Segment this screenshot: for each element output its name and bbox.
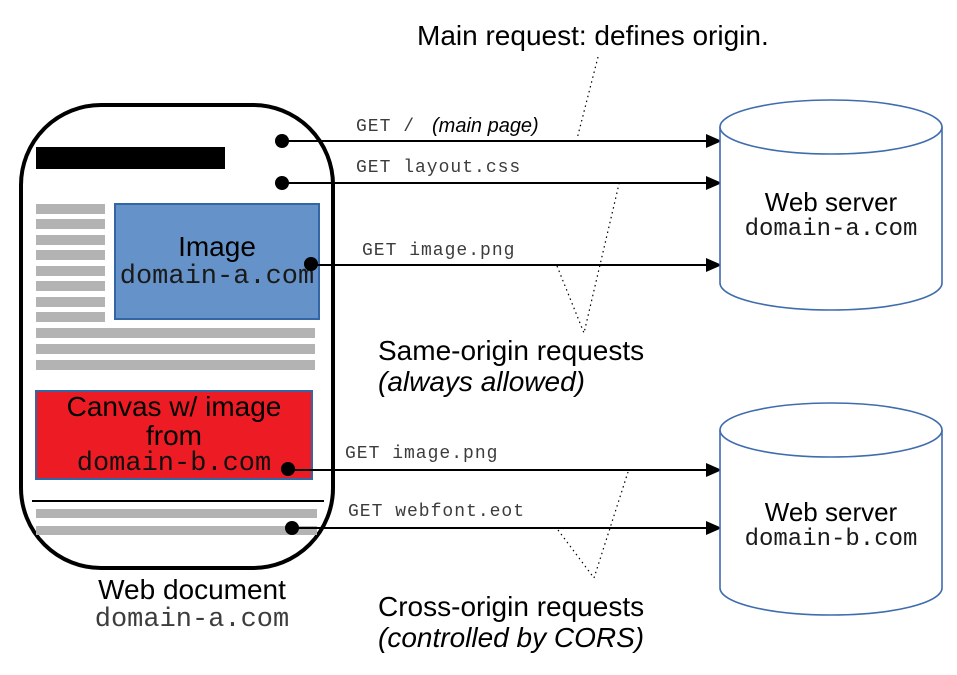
text-placeholder-line xyxy=(36,281,105,291)
arrowhead-icon xyxy=(706,134,722,148)
text-placeholder-line xyxy=(36,328,315,338)
request-label-main-page: GET / xyxy=(356,117,416,137)
request-label-webfont-eot: GET webfont.eot xyxy=(348,502,526,522)
image-box-domain: domain-a.com xyxy=(119,261,315,292)
request-label-image-png-a: GET image.png xyxy=(362,241,516,261)
arrow-shaft xyxy=(294,469,709,471)
arrow-get-layout-css xyxy=(288,176,722,190)
server-a-domain: domain-a.com xyxy=(744,216,918,243)
web-document-caption-title: Web document xyxy=(98,574,286,605)
main-request-pointer-line xyxy=(576,56,599,140)
same-origin-annotation: Same-origin requests (always allowed) xyxy=(378,335,644,397)
arrowhead-icon xyxy=(706,521,722,535)
request-origin-dot xyxy=(285,521,299,535)
cross-origin-annotation: Cross-origin requests (controlled by COR… xyxy=(378,591,644,653)
text-placeholder-line xyxy=(36,219,105,229)
request-origin-dot xyxy=(304,257,318,271)
main-title: Main request: defines origin. xyxy=(417,20,769,51)
canvas-box: Canvas w/ image from domain-b.com xyxy=(35,390,313,480)
doc-divider-line xyxy=(32,500,324,502)
embedded-image-box: Image domain-a.com xyxy=(114,203,320,320)
web-document-caption: Web document domain-a.com xyxy=(52,574,332,635)
arrow-shaft xyxy=(288,140,709,142)
text-placeholder-line xyxy=(36,297,105,307)
same-origin-subtitle: (always allowed) xyxy=(378,366,585,397)
text-placeholder-line xyxy=(36,360,315,370)
server-b-title: Web server xyxy=(764,497,898,527)
cross-origin-subtitle: (controlled by CORS) xyxy=(378,622,645,653)
text-placeholder-line xyxy=(36,266,105,276)
text-placeholder-line xyxy=(36,526,317,535)
web-server-b: Web server domain-b.com xyxy=(717,401,945,617)
request-label-image-png-b: GET image.png xyxy=(345,444,499,464)
request-label-layout-css: GET layout.css xyxy=(356,158,522,178)
cross-origin-title: Cross-origin requests xyxy=(378,591,645,622)
server-a-title: Web server xyxy=(764,187,898,217)
arrow-get-image-png-same-origin xyxy=(317,258,722,272)
text-placeholder-line xyxy=(36,509,317,518)
server-b-label: Web server domain-b.com xyxy=(717,498,945,553)
server-b-domain: domain-b.com xyxy=(744,526,918,553)
request-origin-dot xyxy=(275,134,289,148)
arrowhead-icon xyxy=(706,258,722,272)
request-note-main-page: (main page) xyxy=(432,115,539,137)
request-origin-dot xyxy=(275,176,289,190)
same-origin-title: Same-origin requests xyxy=(378,335,645,366)
text-placeholder-line xyxy=(36,235,105,245)
web-document: Image domain-a.com Canvas w/ image from … xyxy=(19,103,335,570)
text-placeholder-line xyxy=(36,312,105,322)
doc-heading-placeholder xyxy=(36,147,225,169)
request-origin-dot xyxy=(281,462,295,476)
text-placeholder-line xyxy=(36,344,315,354)
server-cylinder-icon xyxy=(719,99,943,311)
arrow-shaft xyxy=(298,527,709,529)
text-placeholder-line xyxy=(36,204,105,214)
server-a-label: Web server domain-a.com xyxy=(717,188,945,243)
canvas-box-title: Canvas w/ image from xyxy=(66,390,282,451)
arrow-get-image-png-cross-origin xyxy=(294,463,722,477)
server-cylinder-icon xyxy=(719,402,943,616)
web-server-a: Web server domain-a.com xyxy=(717,98,945,312)
arrow-shaft xyxy=(317,264,709,266)
image-box-title: Image xyxy=(178,230,256,262)
canvas-box-domain: domain-b.com xyxy=(76,448,272,479)
arrowhead-icon xyxy=(706,176,722,190)
arrow-shaft xyxy=(288,182,709,184)
arrow-get-main-page xyxy=(288,134,722,148)
web-document-caption-domain: domain-a.com xyxy=(94,605,290,635)
arrowhead-icon xyxy=(706,463,722,477)
arrow-get-webfont-eot xyxy=(298,521,722,535)
text-placeholder-line xyxy=(36,250,105,260)
